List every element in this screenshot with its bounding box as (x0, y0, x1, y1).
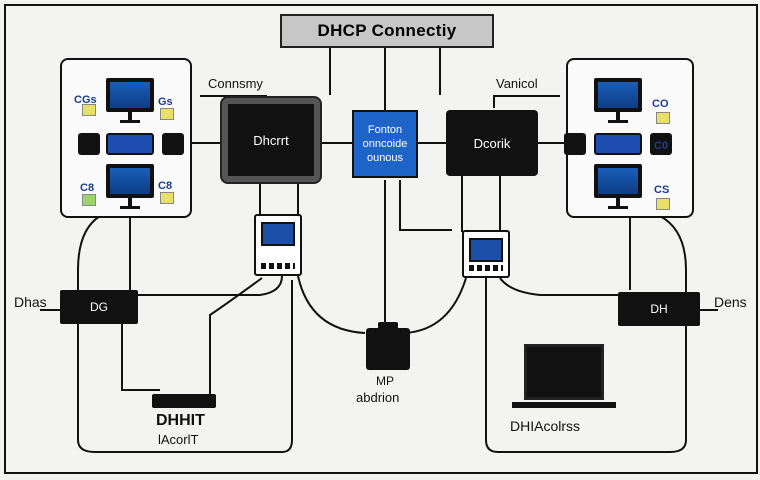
center-modem-top-icon (378, 322, 398, 330)
right-tag: CS (654, 184, 670, 196)
center-bottom-title: MP (376, 374, 394, 388)
center-function-box: Fonton onncoide ounous (352, 110, 418, 178)
left-top-monitor-icon (106, 78, 154, 123)
right-network-device-icon (462, 230, 510, 278)
center-line: ounous (366, 152, 404, 164)
right-bottom-monitor-icon (594, 164, 642, 209)
left-network-device-icon (254, 214, 302, 276)
laptop-caption: DHIAcolrss (510, 418, 581, 434)
diagram-title: DHCP Connectiy (280, 14, 494, 48)
bottom-left-title: DHHIT (156, 412, 205, 429)
label-sticker-icon (82, 104, 96, 116)
right-port-icon (650, 133, 672, 155)
right-top-monitor-icon (594, 78, 642, 123)
center-modem-icon (366, 328, 410, 370)
laptop-base-icon (512, 402, 616, 408)
left-port-icon (78, 133, 100, 155)
label-sticker-icon (160, 192, 174, 204)
label-sticker-icon (656, 198, 670, 210)
right-switch-icon (594, 133, 642, 155)
left-dhcp-server: Dhcrrt (228, 104, 314, 176)
left-side-label: Dhas (14, 294, 47, 310)
left-tag: C8 (158, 180, 173, 192)
left-port-icon (162, 133, 184, 155)
left-tag: Gs (158, 96, 173, 108)
right-connector-label: Vanicol (496, 76, 538, 91)
left-side-box: DG (60, 290, 138, 324)
label-sticker-icon (656, 112, 670, 124)
laptop-icon (524, 344, 604, 400)
right-tag: CO (652, 98, 669, 110)
center-line: Fonton (367, 124, 403, 136)
right-port-icon (564, 133, 586, 155)
right-side-label: Dens (714, 294, 747, 310)
center-bottom-subtitle: abdrion (356, 390, 400, 405)
left-connector-label: Connsmy (208, 76, 263, 91)
router-icon (152, 394, 216, 408)
left-switch-icon (106, 133, 154, 155)
left-tag: CGs (74, 94, 97, 106)
label-sticker-icon (82, 194, 96, 206)
right-tag: C0 (654, 140, 669, 152)
center-line: onncoide (362, 138, 408, 150)
left-tag: C8 (80, 182, 95, 194)
left-bottom-monitor-icon (106, 164, 154, 209)
label-sticker-icon (160, 108, 174, 120)
right-dhcp-server: Dcorik (446, 110, 538, 176)
bottom-left-subtitle: lAcorlT (158, 432, 199, 447)
right-side-box: DH (618, 292, 700, 326)
